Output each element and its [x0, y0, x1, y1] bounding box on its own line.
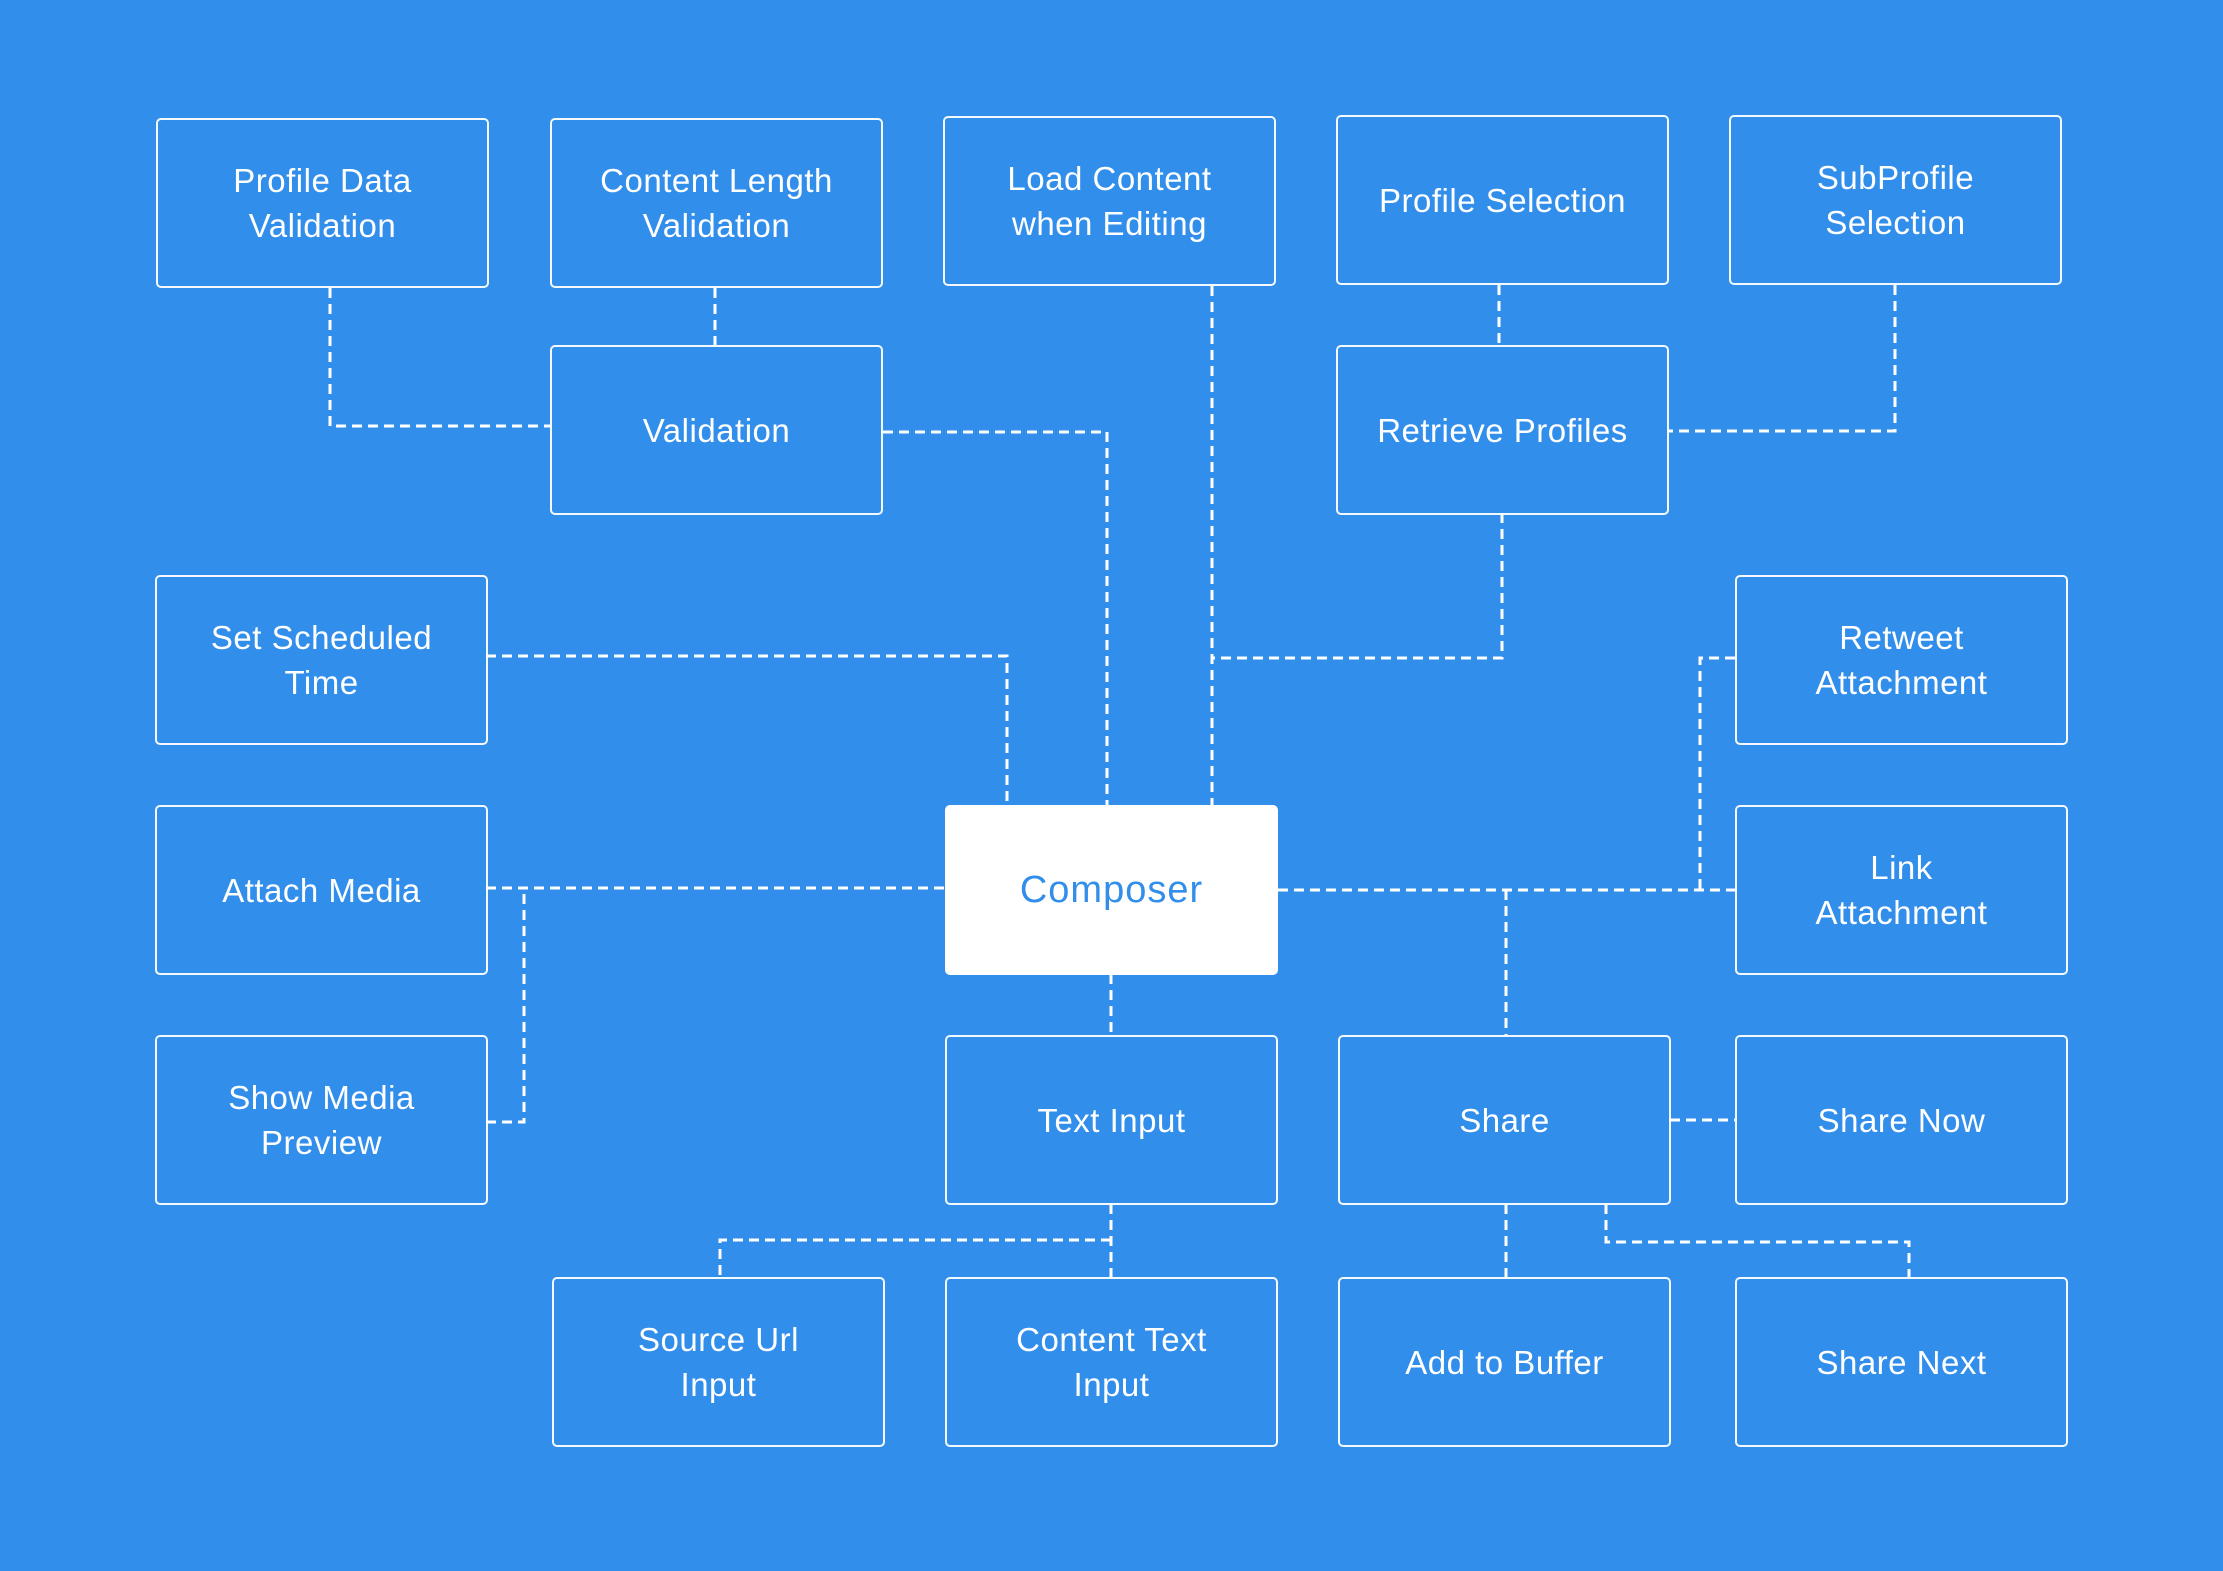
node-composer[interactable]: Composer	[945, 805, 1278, 975]
node-composer-label: Composer	[1019, 868, 1204, 911]
node-share[interactable]: Share	[1338, 1035, 1671, 1205]
node-source-url-input[interactable]: Source Url Input	[552, 1277, 885, 1447]
connector-share-share-next	[1604, 1204, 1911, 1278]
node-set-scheduled-time[interactable]: Set Scheduled Time	[155, 575, 488, 745]
node-content-text-input-label: Content Text Input	[1016, 1321, 1207, 1403]
node-retweet-attachment-label: Retweet Attachment	[1815, 619, 1988, 701]
node-content-length-validation[interactable]: Content Length Validation	[550, 118, 883, 288]
node-retrieve-profiles[interactable]: Retrieve Profiles	[1336, 345, 1669, 515]
node-subprofile-selection-label: SubProfile Selection	[1816, 159, 1975, 241]
node-profile-data-validation[interactable]: Profile Data Validation	[156, 118, 489, 288]
connector-validation-composer	[883, 430, 1109, 805]
node-retweet-attachment[interactable]: Retweet Attachment	[1735, 575, 2068, 745]
node-text-input-label: Text Input	[1037, 1101, 1186, 1139]
node-text-input[interactable]: Text Input	[945, 1035, 1278, 1205]
connector-retweet-attachment-link-attachment	[1698, 656, 1735, 890]
connector-set-scheduled-time-composer	[486, 654, 1009, 805]
node-show-media-preview-label: Show Media Preview	[228, 1079, 415, 1161]
connector-subprofile-selection-retrieve-profiles	[1668, 285, 1897, 433]
node-validation[interactable]: Validation	[550, 345, 883, 515]
node-content-text-input[interactable]: Content Text Input	[945, 1277, 1278, 1447]
node-show-media-preview[interactable]: Show Media Preview	[155, 1035, 488, 1205]
connector-retrieve-profiles-composer	[1212, 513, 1504, 660]
node-validation-label: Validation	[642, 411, 791, 449]
node-content-length-validation-label: Content Length Validation	[600, 162, 833, 244]
node-add-to-buffer[interactable]: Add to Buffer	[1338, 1277, 1671, 1447]
node-attach-media[interactable]: Attach Media	[155, 805, 488, 975]
node-subprofile-selection[interactable]: SubProfile Selection	[1729, 115, 2062, 285]
node-share-label: Share	[1459, 1101, 1550, 1139]
node-set-scheduled-time-label: Set Scheduled Time	[210, 619, 433, 701]
node-link-attachment-label: Link Attachment	[1815, 849, 1988, 931]
connector-show-media-preview-attach-media	[486, 888, 526, 1124]
node-source-url-input-label: Source Url Input	[638, 1321, 799, 1403]
node-profile-selection[interactable]: Profile Selection	[1336, 115, 1669, 285]
node-add-to-buffer-label: Add to Buffer	[1405, 1343, 1604, 1381]
connector-profile-data-validation-validation	[328, 288, 550, 428]
node-link-attachment[interactable]: Link Attachment	[1735, 805, 2068, 975]
node-retrieve-profiles-label: Retrieve Profiles	[1377, 411, 1628, 449]
connector-text-input-source-url-input	[718, 1238, 1111, 1278]
node-load-content-when-editing-label: Load Content when Editing	[1007, 160, 1212, 242]
node-share-now-label: Share Now	[1817, 1101, 1986, 1139]
node-share-next[interactable]: Share Next	[1735, 1277, 2068, 1447]
node-share-now[interactable]: Share Now	[1735, 1035, 2068, 1205]
node-profile-selection-label: Profile Selection	[1379, 181, 1626, 219]
node-attach-media-label: Attach Media	[222, 871, 421, 909]
node-share-next-label: Share Next	[1816, 1343, 1987, 1381]
node-profile-data-validation-label: Profile Data Validation	[233, 162, 412, 244]
node-load-content-when-editing[interactable]: Load Content when Editing	[943, 116, 1276, 286]
